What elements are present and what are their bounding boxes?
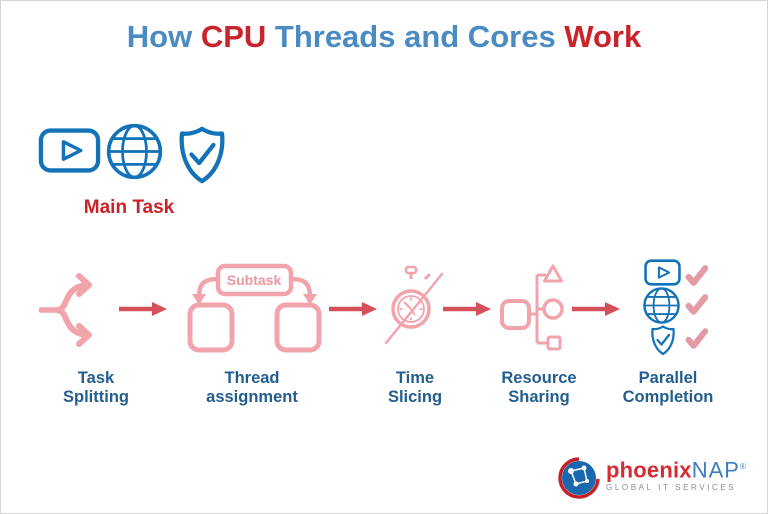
task-splitting-fork-icon xyxy=(39,273,92,347)
logo-tagline: GLOBAL IT SERVICES xyxy=(606,483,737,493)
checkmark-icon xyxy=(685,327,708,350)
right-arrow-icon xyxy=(328,300,378,318)
brand-nap: NAP xyxy=(691,457,740,483)
globe-icon xyxy=(642,286,681,325)
checkmark-icon xyxy=(685,264,708,287)
main-task-label: Main Task xyxy=(83,197,175,218)
brand-phoenix: phoenix xyxy=(606,457,692,483)
step-label-line: Splitting xyxy=(63,388,129,406)
step-label-line: Completion xyxy=(622,388,714,406)
step-label-line: Sharing xyxy=(508,388,570,406)
step-label-line: Parallel xyxy=(638,369,698,387)
step-label-time-slicing: Time Slicing xyxy=(355,369,475,407)
right-arrow-icon xyxy=(571,300,621,318)
title-segment-threads-cores: Threads and Cores xyxy=(266,19,565,54)
step-label-line: Resource xyxy=(501,369,577,387)
step-label-parallel-completion: Parallel Completion xyxy=(598,369,738,407)
title-segment-cpu: CPU xyxy=(200,19,267,54)
step-label-line: assignment xyxy=(206,388,298,406)
step-label-task-splitting: Task Splitting xyxy=(36,369,156,407)
thread-assignment-icon: Subtask xyxy=(187,263,322,353)
phoenixnap-logo-text: phoenixNAP® GLOBAL IT SERVICES xyxy=(606,456,746,493)
right-arrow-icon xyxy=(442,300,492,318)
page-title: How CPU Threads and Cores Work xyxy=(1,19,767,55)
step-label-line: Time xyxy=(395,369,435,387)
time-slicing-stopwatch-icon xyxy=(384,265,444,345)
globe-icon xyxy=(105,122,164,181)
checkmark-icon xyxy=(685,293,708,316)
shield-check-icon xyxy=(171,124,233,185)
brand-name: phoenixNAP® xyxy=(606,456,746,481)
step-label-line: Task xyxy=(77,369,115,387)
step-label-resource-sharing: Resource Sharing xyxy=(473,369,605,407)
title-segment-work: Work xyxy=(564,19,642,54)
title-segment-how: How xyxy=(126,19,201,54)
step-label-line: Thread xyxy=(224,369,280,387)
right-arrow-icon xyxy=(118,300,168,318)
subtask-box-label: Subtask xyxy=(227,272,282,288)
video-play-icon xyxy=(38,128,101,173)
shield-check-icon xyxy=(646,324,680,356)
step-label-line: Slicing xyxy=(387,388,443,406)
registered-mark: ® xyxy=(740,462,746,471)
step-label-thread-assignment: Thread assignment xyxy=(182,369,322,407)
resource-sharing-icon xyxy=(500,264,564,351)
video-play-icon xyxy=(644,259,681,286)
phoenixnap-globe-icon xyxy=(558,457,600,499)
phoenixnap-logo: phoenixNAP® GLOBAL IT SERVICES xyxy=(557,456,746,501)
